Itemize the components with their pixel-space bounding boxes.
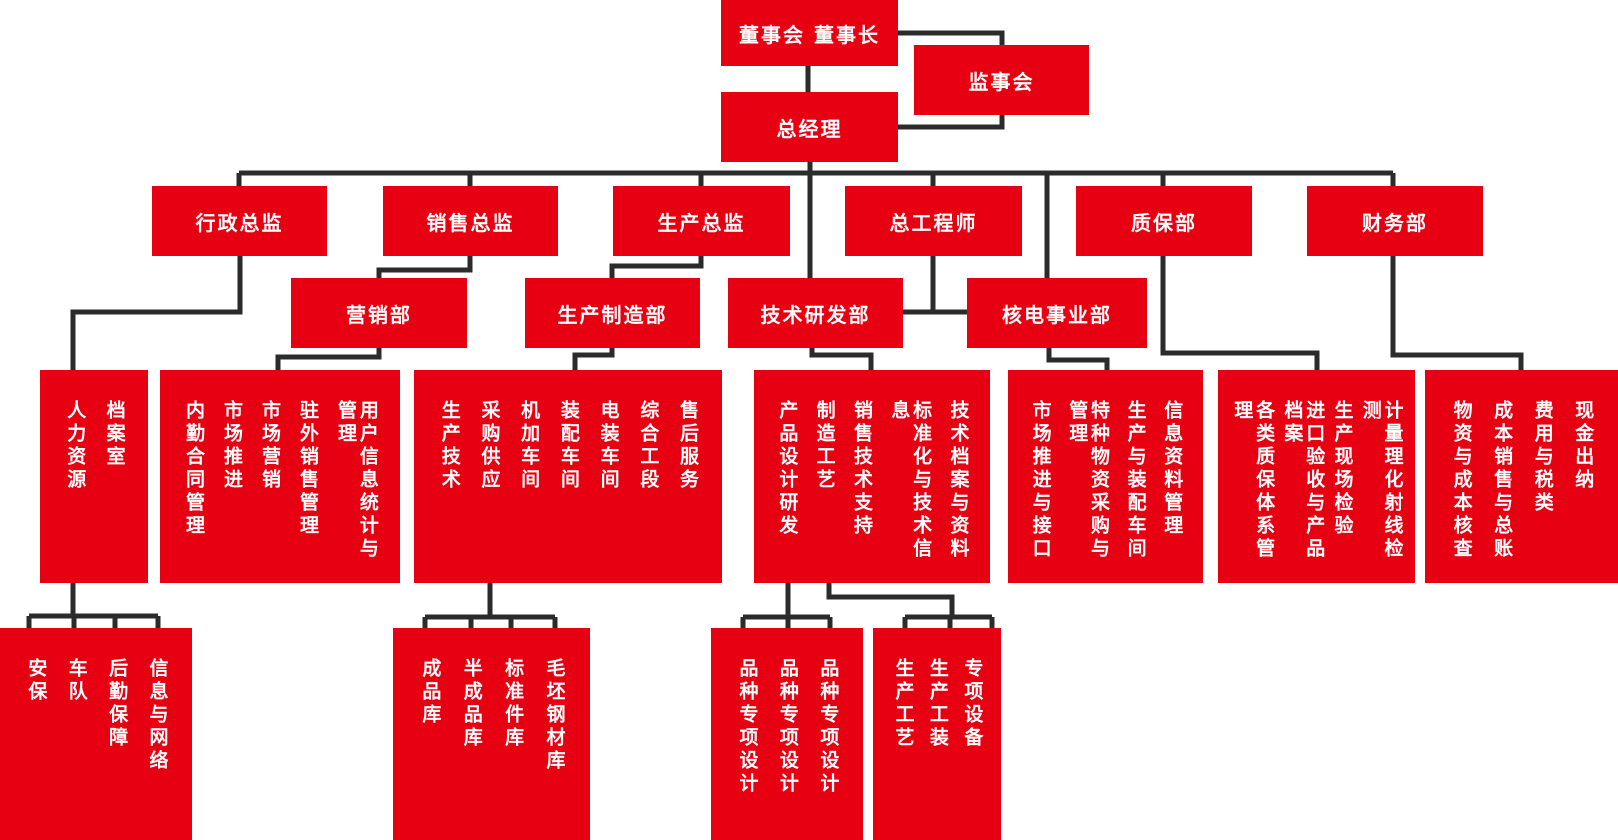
dept-column: 成本销售与总账 <box>1491 400 1514 561</box>
dept-column: 生产现场检验 <box>1331 400 1354 538</box>
dept-column: 综合工段 <box>637 400 660 492</box>
dept-column: 成品库 <box>419 658 442 727</box>
node-admin-director: 行政总监 <box>152 186 327 256</box>
node-chief-engineer: 总工程师 <box>845 186 1022 256</box>
dept-column: 生产与装配车间 <box>1124 400 1147 561</box>
node-general-manager: 总经理 <box>721 92 898 162</box>
group-qa-departments: 各类质保体系管理 进口验收与产品档案 生产现场检验 计量理化射线检测 <box>1218 370 1415 583</box>
node-marketing-dept: 营销部 <box>291 278 467 348</box>
dept-column: 安保 <box>25 658 48 704</box>
dept-column: 进口验收与产品档案 <box>1281 400 1326 561</box>
dept-column: 信息与网络 <box>146 658 169 773</box>
dept-column: 标准化与技术信息 <box>888 400 933 561</box>
group-manufacturing-departments: 生产技术 采购供应 机加车间 装配车间 电装车间 综合工段 售后服务 <box>414 370 722 583</box>
dept-column: 生产工艺 <box>892 658 915 750</box>
dept-column: 市场推进 <box>221 400 243 492</box>
dept-column: 产品设计研发 <box>776 400 799 538</box>
dept-column: 市场营销 <box>259 400 281 492</box>
dept-column: 市场推进与接口 <box>1029 400 1052 561</box>
dept-column: 机加车间 <box>518 400 541 492</box>
dept-column: 售后服务 <box>677 400 700 492</box>
node-rnd-dept: 技术研发部 <box>728 278 903 348</box>
dept-column: 现金出纳 <box>1572 400 1595 492</box>
dept-column: 信息资料管理 <box>1161 400 1184 538</box>
dept-column: 生产技术 <box>438 400 461 492</box>
node-nuclear-division: 核电事业部 <box>967 278 1147 348</box>
dept-column: 品种专项设计 <box>817 658 840 796</box>
dept-column: 用户信息统计与管理 <box>335 400 379 561</box>
node-sales-director: 销售总监 <box>383 186 558 256</box>
group-nuclear-departments: 市场推进与接口 特种物资采购与管理 生产与装配车间 信息资料管理 <box>1008 370 1203 583</box>
dept-column: 生产工装 <box>926 658 949 750</box>
group-process-subunits: 生产工艺 生产工装 专项设备 <box>873 628 1001 840</box>
dept-column: 电装车间 <box>597 400 620 492</box>
node-finance-dept: 财务部 <box>1307 186 1483 256</box>
dept-column: 物资与成本核查 <box>1450 400 1473 561</box>
group-marketing-departments: 内勤合同管理 市场推进 市场营销 驻外销售管理 用户信息统计与管理 <box>160 370 400 583</box>
dept-column: 费用与税类 <box>1531 400 1554 515</box>
dept-column: 销售技术支持 <box>850 400 873 538</box>
dept-column: 装配车间 <box>557 400 580 492</box>
dept-column: 驻外销售管理 <box>297 400 319 538</box>
dept-column: 采购供应 <box>478 400 501 492</box>
dept-column: 毛坯钢材库 <box>543 658 566 773</box>
dept-column: 半成品库 <box>460 658 483 750</box>
dept-column: 专项设备 <box>961 658 984 750</box>
group-rnd-departments: 产品设计研发 制造工艺 销售技术支持 标准化与技术信息 技术档案与资料 <box>754 370 990 583</box>
dept-column: 各类质保体系管理 <box>1231 400 1276 561</box>
dept-column: 制造工艺 <box>813 400 836 492</box>
dept-column: 人力资源 <box>64 400 87 492</box>
dept-column: 特种物资采购与管理 <box>1066 400 1111 561</box>
dept-column: 计量理化射线检测 <box>1359 400 1404 561</box>
dept-column: 技术档案与资料 <box>947 400 970 561</box>
node-production-director: 生产总监 <box>613 186 790 256</box>
group-admin-departments: 人力资源 档案室 <box>40 370 148 583</box>
dept-column: 档案室 <box>103 400 126 469</box>
dept-column: 品种专项设计 <box>736 658 759 796</box>
dept-column: 后勤保障 <box>106 658 129 750</box>
dept-column: 车队 <box>65 658 88 704</box>
dept-column: 品种专项设计 <box>776 658 799 796</box>
dept-column: 内勤合同管理 <box>183 400 205 538</box>
group-warehouse-subunits: 成品库 半成品库 标准件库 毛坯钢材库 <box>393 628 590 840</box>
group-design-subunits: 品种专项设计 品种专项设计 品种专项设计 <box>711 628 863 840</box>
node-supervisory-board: 监事会 <box>914 45 1089 115</box>
group-finance-departments: 物资与成本核查 成本销售与总账 费用与税类 现金出纳 <box>1425 370 1618 583</box>
group-admin-subunits: 安保 车队 后勤保障 信息与网络 <box>0 628 192 840</box>
node-manufacturing-dept: 生产制造部 <box>525 278 700 348</box>
node-quality-dept: 质保部 <box>1076 186 1252 256</box>
node-board-chairman: 董事会 董事长 <box>721 0 898 66</box>
dept-column: 标准件库 <box>502 658 525 750</box>
